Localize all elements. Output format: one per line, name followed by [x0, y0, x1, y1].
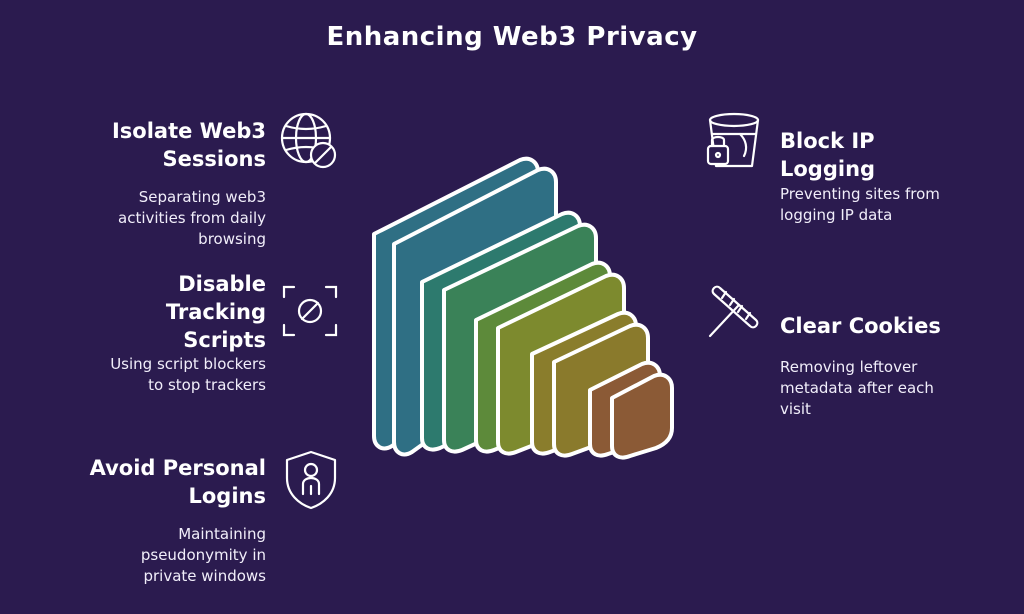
tracking-heading-line2: Tracking: [165, 300, 266, 324]
bucket-lock-icon: [704, 110, 764, 172]
cookies-description: Removing leftover metadata after each vi…: [780, 357, 1010, 420]
tracking-heading: Disable Tracking Scripts: [46, 270, 266, 354]
page-title: Enhancing Web3 Privacy: [326, 22, 698, 52]
logins-description: Maintaining pseudonymity in private wind…: [46, 524, 266, 587]
ip-desc-line2: logging IP data: [780, 206, 893, 224]
isolate-heading-line2: Sessions: [162, 147, 266, 171]
isolate-desc-line2: activities from daily: [118, 209, 266, 227]
cookies-heading: Clear Cookies: [780, 312, 1010, 340]
globe-blocked-icon: [278, 110, 340, 172]
logins-heading-line2: Logins: [188, 484, 267, 508]
isolate-heading: Isolate Web3 Sessions: [46, 117, 266, 173]
tracking-heading-line3: Scripts: [183, 328, 266, 352]
tracking-description: Using script blockers to stop trackers: [26, 354, 266, 396]
shield-user-icon: [283, 448, 339, 512]
tracking-desc-line2: to stop trackers: [148, 376, 266, 394]
ip-heading-line1: Block IP: [780, 129, 875, 153]
tracking-heading-line1: Disable: [178, 272, 266, 296]
isolate-heading-line1: Isolate Web3: [111, 119, 266, 143]
logins-heading-line1: Avoid Personal: [89, 456, 266, 480]
isolate-description: Separating web3 activities from daily br…: [46, 187, 266, 250]
isolate-desc-line1: Separating web3: [138, 188, 266, 206]
layer-stack-illustration: [352, 150, 692, 474]
cookies-heading-line1: Clear Cookies: [780, 314, 941, 338]
scan-blocked-icon: [280, 283, 340, 339]
ip-heading-line2: Logging: [780, 157, 876, 181]
isolate-desc-line3: browsing: [198, 230, 266, 248]
logins-desc-line1: Maintaining: [178, 525, 266, 543]
cookies-desc-line1: Removing leftover: [780, 358, 918, 376]
cookies-desc-line2: metadata after each: [780, 379, 934, 397]
ip-heading: Block IP Logging: [780, 127, 1000, 183]
ip-desc-line1: Preventing sites from: [780, 185, 940, 203]
logins-desc-line2: pseudonymity in: [140, 546, 266, 564]
cookies-desc-line3: visit: [780, 400, 811, 418]
logins-heading: Avoid Personal Logins: [26, 454, 266, 510]
layer-5: [588, 360, 674, 460]
bread-crossed-icon: [704, 280, 764, 340]
ip-description: Preventing sites from logging IP data: [780, 184, 1010, 226]
tracking-desc-line1: Using script blockers: [110, 355, 266, 373]
logins-desc-line3: private windows: [143, 567, 266, 585]
